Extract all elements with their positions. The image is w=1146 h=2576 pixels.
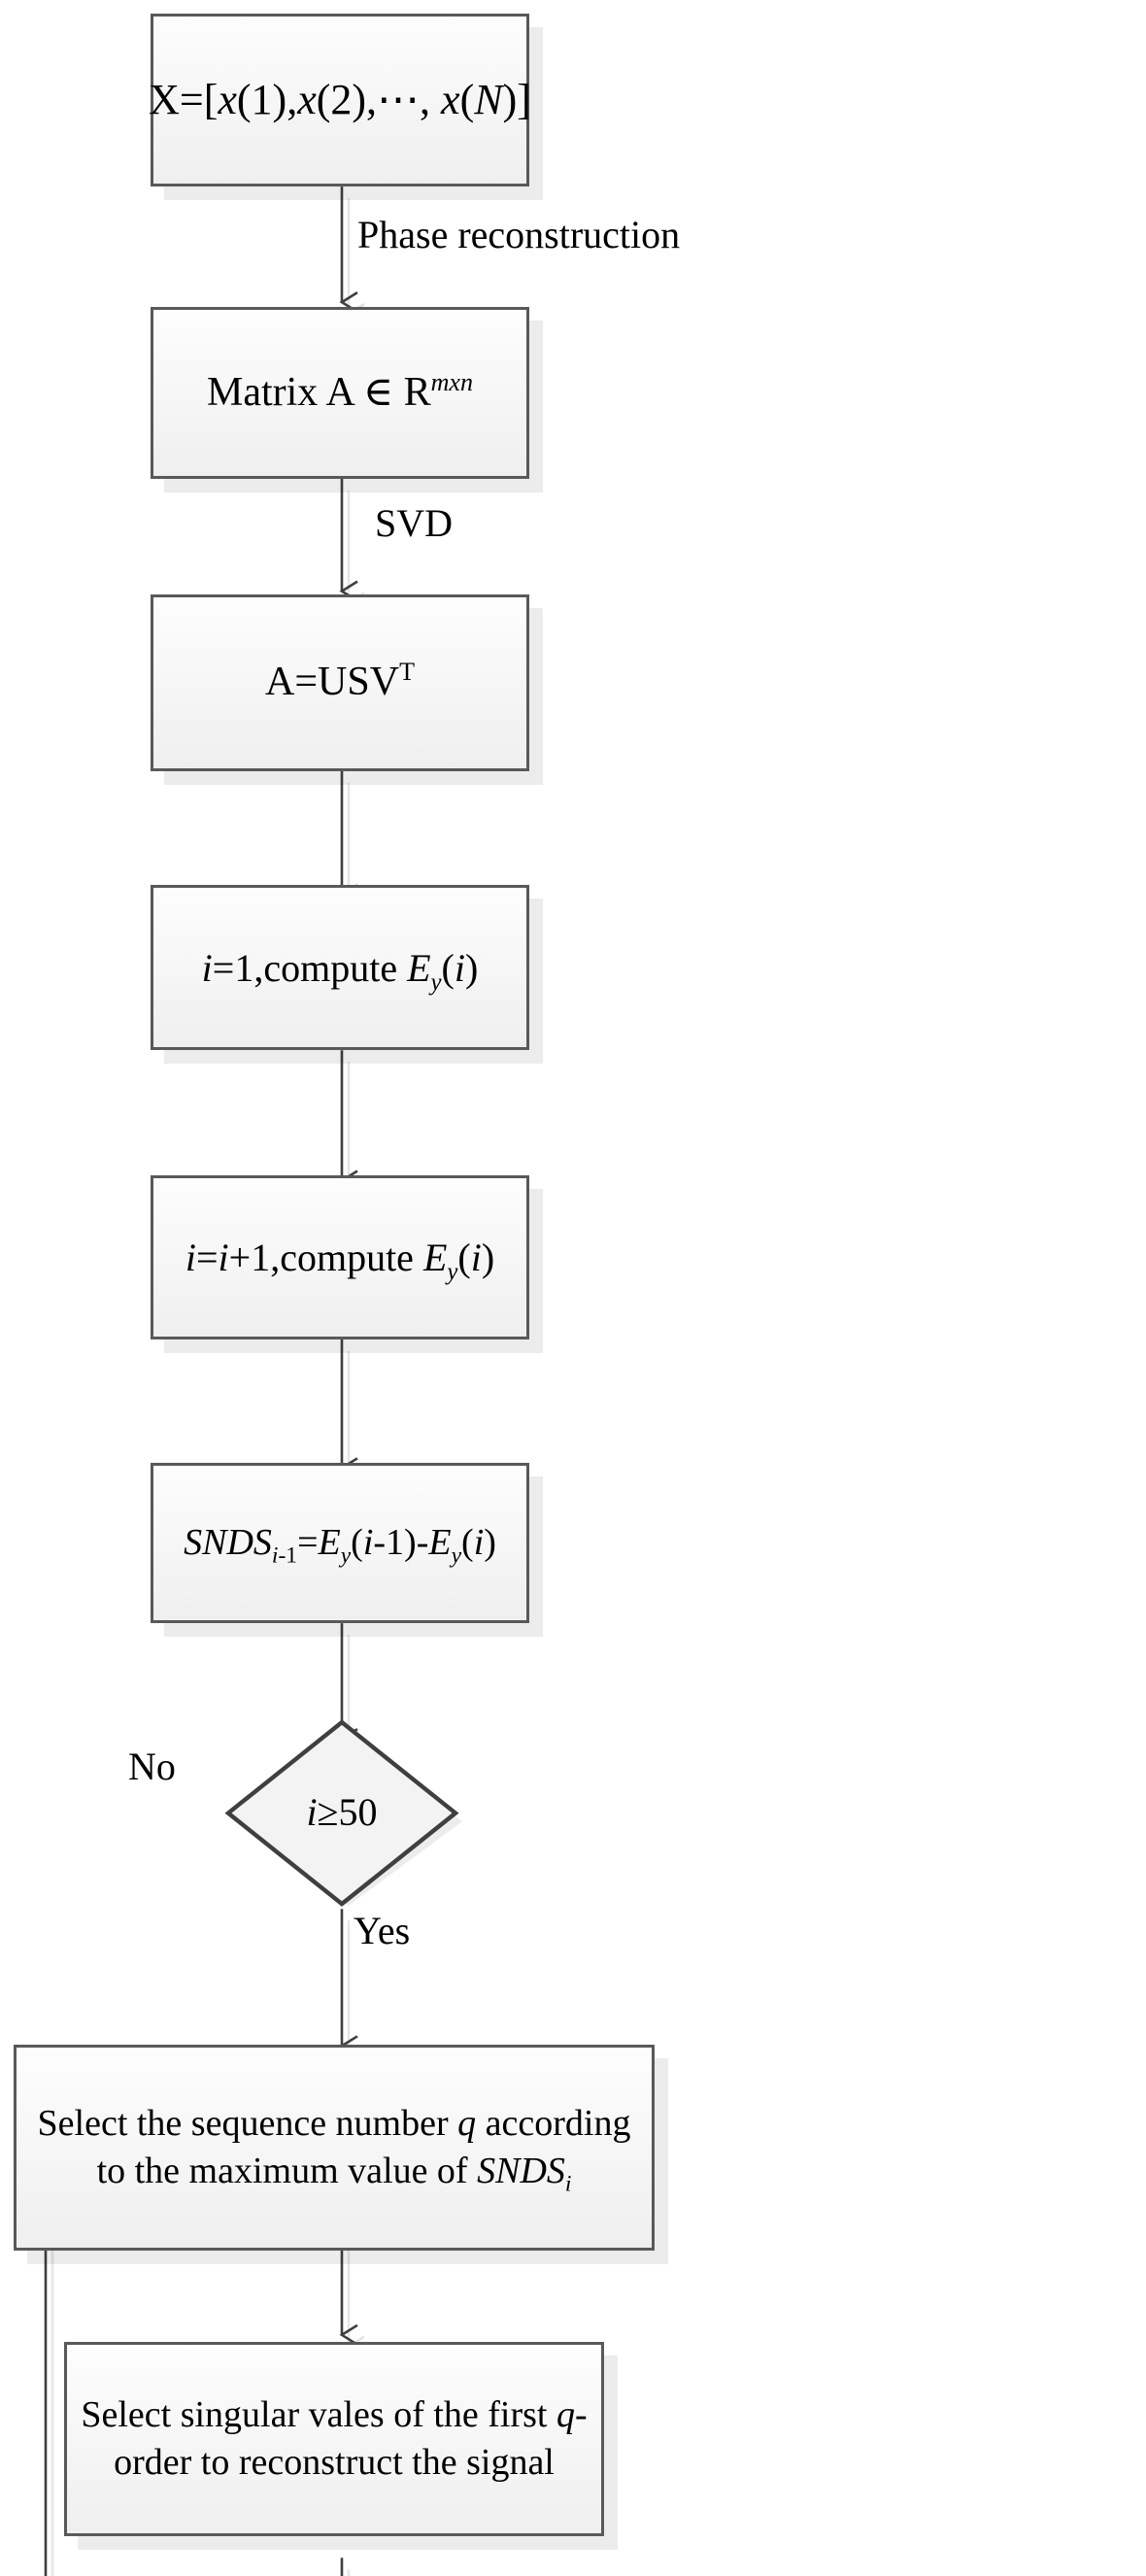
edge-label-no: No xyxy=(128,1745,176,1789)
diamond-shape xyxy=(224,1719,462,1907)
edge-label-phase-reconstruction: Phase reconstruction xyxy=(357,212,681,256)
node-init-energy-label: i=1,compute Ey(i) xyxy=(201,945,479,996)
node-select-order-label: Select the sequence number q according t… xyxy=(37,2103,631,2197)
node-matrix-label: Matrix A ∈ Rmxn xyxy=(207,367,473,415)
node-reconstruct-signal-label: Select singular vales of the first q-ord… xyxy=(81,2394,588,2483)
node-matrix: Matrix A ∈ Rmxn xyxy=(151,307,529,479)
node-loop-condition-label: i≥50 xyxy=(306,1790,378,1835)
node-snds-difference-label: SNDSi-1=Ey(i-1)-Ey(i) xyxy=(184,1522,496,1569)
node-input-signal: X=[x(1),x(2),⋯, x(N)] xyxy=(149,13,531,187)
node-loop-condition: i≥50 xyxy=(219,1717,464,1908)
edge-label-yes: Yes xyxy=(354,1908,411,1952)
edge-label-svd: SVD xyxy=(375,501,454,546)
node-reconstruct-signal: Select singular vales of the first q-ord… xyxy=(64,2341,604,2537)
node-select-order: Select the sequence number q according t… xyxy=(14,2044,655,2252)
node-snds-difference: SNDSi-1=Ey(i-1)-Ey(i) xyxy=(151,1463,529,1624)
node-increment-energy: i=i+1,compute Ey(i) xyxy=(151,1175,529,1339)
node-init-energy: i=1,compute Ey(i) xyxy=(151,885,529,1051)
node-input-signal-label: X=[x(1),x(2),⋯, x(N)] xyxy=(149,75,531,123)
node-increment-energy-label: i=i+1,compute Ey(i) xyxy=(185,1235,495,1285)
node-svd-decomposition: A=USVT xyxy=(151,594,529,771)
node-svd-decomposition-label: A=USVT xyxy=(265,658,415,705)
